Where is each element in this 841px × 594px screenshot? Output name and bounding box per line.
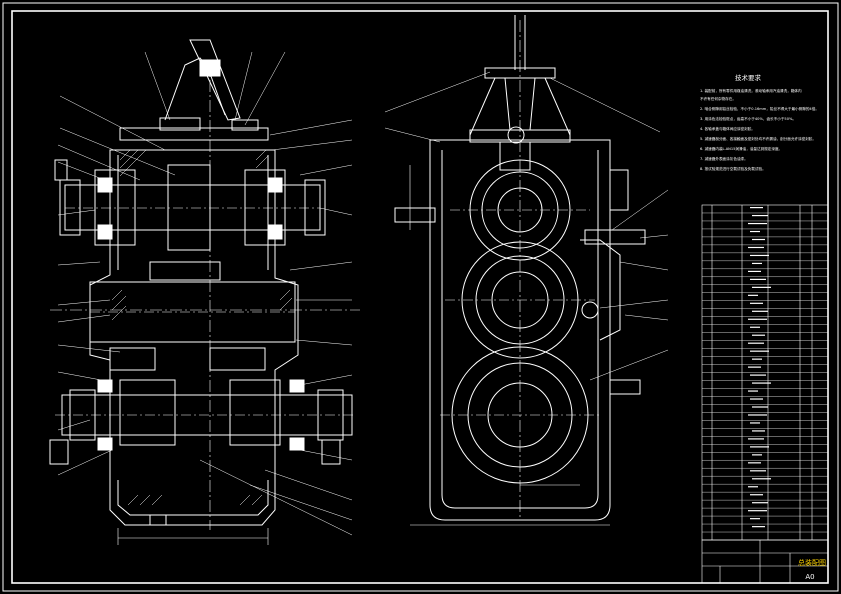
parts-list-entry bbox=[750, 207, 763, 209]
parts-list-entries bbox=[748, 207, 771, 528]
parts-list-entry bbox=[752, 406, 768, 408]
sheet-size: A0 bbox=[805, 573, 814, 581]
parts-list-rows bbox=[702, 212, 828, 533]
parts-list-entry bbox=[752, 382, 771, 384]
parts-list-entry bbox=[750, 326, 760, 328]
left-section-view bbox=[49, 39, 360, 545]
parts-list-entry bbox=[750, 422, 760, 424]
parts-list-entry bbox=[748, 366, 761, 368]
parts-list-entry bbox=[752, 310, 768, 312]
parts-list-entry bbox=[748, 462, 761, 464]
parts-list-entry bbox=[750, 254, 769, 257]
tech-req-line: 5. 减速器剖分面、各接触面及密封处均不许漏油，剖分面允许涂密封胶。 bbox=[700, 136, 816, 141]
parts-list-entry bbox=[750, 470, 766, 472]
parts-list-entry bbox=[752, 430, 765, 432]
parts-list-entry bbox=[748, 246, 764, 249]
parts-list-entry bbox=[748, 510, 767, 512]
parts-list-entry bbox=[752, 262, 762, 265]
tech-req-line: 3. 用涂色法检验斑点，齿高不小于40%，齿长不小于50%。 bbox=[700, 116, 796, 121]
right-leaders bbox=[384, 71, 669, 381]
tech-req-line: 1. 装配前，所有零件用煤油清洗，滚动轴承用汽油清洗，箱体内 bbox=[700, 88, 802, 93]
parts-list-entry bbox=[748, 222, 767, 225]
parts-list-entry bbox=[750, 230, 760, 233]
parts-list-entry bbox=[752, 478, 771, 480]
parts-list-entry bbox=[748, 342, 764, 344]
title-block bbox=[701, 539, 829, 584]
parts-list-entry bbox=[748, 294, 758, 296]
parts-list-entry bbox=[752, 526, 765, 528]
parts-list-entry bbox=[750, 302, 763, 304]
parts-list-entry bbox=[748, 486, 758, 488]
parts-list-entry bbox=[750, 350, 769, 352]
tech-req-line: 7. 减速器外表面涂灰色油漆。 bbox=[700, 156, 748, 161]
parts-list-entry bbox=[748, 318, 767, 320]
tech-req-line: 8. 按试验规范进行空载试验及负载试验。 bbox=[700, 166, 766, 171]
parts-list-entry bbox=[750, 446, 769, 448]
right-end-view bbox=[394, 15, 646, 526]
parts-list-entry bbox=[750, 278, 766, 280]
parts-list-entry bbox=[748, 390, 758, 392]
parts-list-entry bbox=[750, 398, 763, 400]
parts-list-entry bbox=[748, 270, 761, 273]
parts-list-entry bbox=[752, 358, 762, 360]
tech-req-line: 不许有任何杂物存在。 bbox=[700, 96, 736, 101]
parts-list-entry bbox=[748, 414, 767, 416]
tech-req-line: 2. 啮合侧隙用铅丝检验，不小于0.16mm，铅丝不得大于最小侧隙的4倍。 bbox=[700, 106, 819, 111]
drawing-title: 总装配图 bbox=[798, 558, 826, 567]
parts-list-entry bbox=[750, 374, 766, 376]
parts-list-entry bbox=[752, 286, 771, 288]
left-leaders bbox=[57, 51, 353, 536]
parts-list-entry bbox=[748, 438, 764, 440]
parts-list-entry bbox=[750, 494, 763, 496]
parts-list-entry bbox=[750, 518, 760, 520]
parts-list-entry bbox=[752, 334, 765, 336]
parts-list-entry bbox=[752, 214, 768, 217]
parts-list-entry bbox=[752, 238, 765, 241]
tech-req-heading: 技术要求 bbox=[735, 73, 762, 82]
parts-list-entry bbox=[752, 454, 762, 456]
tech-req-lines: 1. 装配前，所有零件用煤油清洗，滚动轴承用汽油清洗，箱体内 不许有任何杂物存在… bbox=[700, 88, 819, 171]
tech-req-line: 4. 各轴承盖与箱体间应涂密封胶。 bbox=[700, 126, 755, 131]
parts-list-entry bbox=[752, 502, 768, 504]
tech-req-line: 6. 减速器内装L-AN15润滑油，油量达到规定深度。 bbox=[700, 146, 782, 151]
